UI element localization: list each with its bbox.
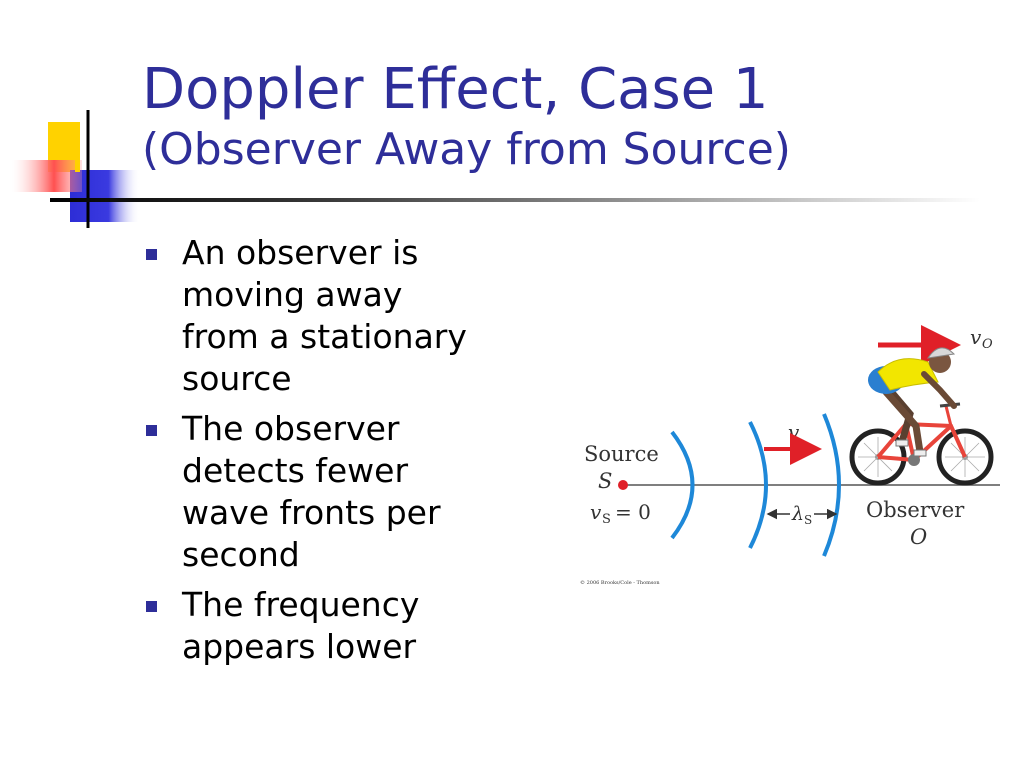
bullet-line: detects fewer [182, 451, 409, 490]
bullet-square-icon [146, 425, 157, 436]
wavefront [822, 413, 841, 557]
bullet-line: from a stationary [182, 317, 467, 356]
bullet-item: An observer is moving away from a statio… [140, 232, 540, 400]
bullet-line: source [182, 359, 292, 398]
bullet-line: An observer is [182, 233, 419, 272]
wave-speed-label: v [788, 420, 800, 444]
title-line-1: Doppler Effect, Case 1 [142, 57, 769, 122]
observer-speed-sub: O [982, 337, 993, 352]
source-dot [618, 480, 628, 490]
red-square [12, 160, 82, 192]
observer-symbol: O [910, 525, 927, 549]
wavefront [748, 421, 768, 549]
wavefront [670, 430, 695, 540]
copyright-text: © 2006 Brooks/Cole - Thomson [580, 579, 660, 586]
bullet-line: moving away [182, 275, 403, 314]
bullet-square-icon [146, 601, 157, 612]
bullet-item: The frequency appears lower [140, 584, 540, 668]
doppler-diagram: Source S v S = 0 v λ S Observer O v O [580, 325, 1000, 586]
observer-label: Observer [866, 498, 965, 522]
bullet-item: The observer detects fewer wave fronts p… [140, 408, 540, 576]
title-line-2: (Observer Away from Source) [142, 124, 791, 175]
wavelength-label: λ [791, 503, 804, 525]
yellow-square-top [75, 122, 80, 172]
observer-speed-v: v [970, 325, 982, 349]
bullet-line: appears lower [182, 627, 417, 666]
title-rule [50, 198, 980, 202]
source-speed-sub: S [602, 512, 611, 527]
wavelength-sub: S [804, 513, 812, 527]
bullet-list: An observer is moving away from a statio… [140, 232, 540, 676]
slide-title: Doppler Effect, Case 1 (Observer Away fr… [142, 58, 791, 178]
bullet-line: The observer [182, 409, 400, 448]
bullet-line: second [182, 535, 300, 574]
cyclist-icon [849, 347, 994, 486]
bullet-square-icon [146, 249, 157, 260]
bullet-line: wave fronts per [182, 493, 441, 532]
source-speed-v: v [590, 500, 602, 524]
source-symbol: S [598, 469, 612, 493]
source-label: Source [584, 442, 659, 466]
corner-decoration [12, 110, 150, 228]
bullet-line: The frequency [182, 585, 420, 624]
source-speed-value: = 0 [615, 500, 651, 524]
